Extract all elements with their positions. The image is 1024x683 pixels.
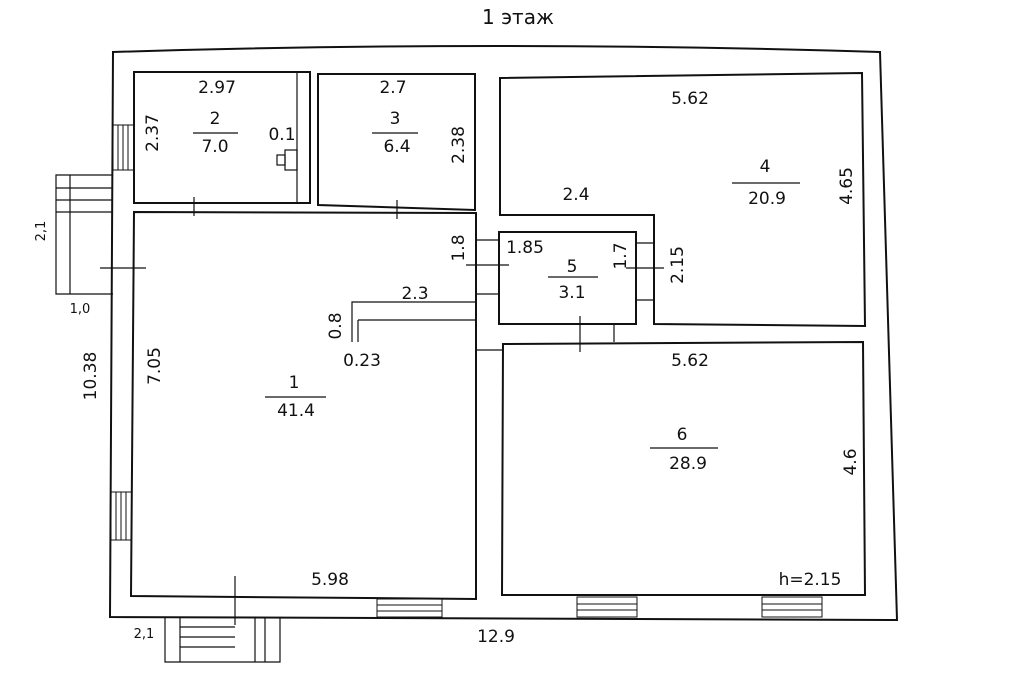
room-2-walls (133, 71, 311, 204)
dim-r2-top: 2.97 (198, 78, 236, 98)
dim-height: h=2.15 (779, 570, 842, 590)
dim-total-width: 12.9 (477, 627, 515, 647)
room-6-walls (500, 340, 867, 596)
dimension-labels: 2.97 2.37 0.1 2.7 2.38 5.62 2.4 4.65 2.1… (34, 78, 861, 647)
dim-r3-side: 2.38 (449, 126, 469, 164)
room-3-number: 3 (390, 109, 401, 129)
dim-r1-bottom: 5.98 (311, 570, 349, 590)
room-5-number: 5 (567, 257, 578, 277)
dim-porch-left-w: 1,0 (70, 302, 91, 317)
partition-lines (476, 239, 654, 351)
room-2-area: 7.0 (201, 137, 228, 157)
dim-r6-top: 5.62 (671, 351, 709, 371)
room-labels: 1 41.4 2 7.0 3 6.4 4 20.9 5 3.1 6 28.9 (193, 109, 800, 474)
dim-r5-top: 1.85 (506, 238, 544, 258)
window-bottom-2 (576, 596, 638, 618)
room-2-niche-fixture-inner (276, 154, 286, 166)
dim-r4-top: 5.62 (671, 89, 709, 109)
dim-r5-left: 1.8 (449, 234, 469, 261)
room-1-area: 41.4 (277, 401, 315, 421)
dim-r5-right: 1.7 (611, 242, 631, 269)
window-left-upper (112, 124, 134, 171)
dim-porch-bottom: 2,1 (134, 627, 155, 642)
windows (110, 124, 823, 618)
dim-r4-side: 4.65 (837, 167, 857, 205)
window-bottom-3 (761, 596, 823, 618)
room-3-walls (317, 73, 476, 212)
dim-r2-niche: 0.1 (268, 125, 295, 145)
dim-r2-side: 2.37 (143, 114, 163, 152)
room-5-walls (498, 231, 637, 325)
room-4-walls (499, 71, 867, 328)
room-1-walls (129, 210, 477, 601)
dim-total-height: 10.38 (81, 352, 101, 401)
dim-r4-notch: 2.4 (562, 185, 589, 205)
dim-r1-stub-w: 0.23 (343, 351, 381, 371)
dim-r3-top: 2.7 (379, 78, 406, 98)
floor-title: 1 этаж (482, 5, 554, 29)
room-2-niche-fixture (284, 149, 298, 171)
room-1-ledge (351, 301, 476, 342)
room-3-area: 6.4 (383, 137, 410, 157)
room-6-area: 28.9 (669, 454, 707, 474)
dim-r1-side: 7.05 (145, 347, 165, 385)
door-marks (100, 197, 664, 625)
window-left-lower (110, 491, 131, 541)
room-2-number: 2 (210, 109, 221, 129)
dim-r4-step: 2.15 (668, 246, 688, 284)
dim-porch-left-h: 2,1 (34, 221, 49, 242)
dim-r6-side: 4.6 (841, 448, 861, 475)
porch-bottom (164, 617, 281, 663)
porch-left (55, 174, 113, 295)
room-6-number: 6 (677, 425, 688, 445)
outer-wall (108, 45, 899, 622)
room-5-area: 3.1 (558, 283, 585, 303)
room-4-area: 20.9 (748, 189, 786, 209)
room-4-number: 4 (760, 157, 771, 177)
window-bottom-1 (376, 598, 443, 618)
dim-r1-ledge: 2.3 (401, 284, 428, 304)
dim-r1-stub-h: 0.8 (326, 312, 346, 339)
room-1-number: 1 (289, 373, 300, 393)
